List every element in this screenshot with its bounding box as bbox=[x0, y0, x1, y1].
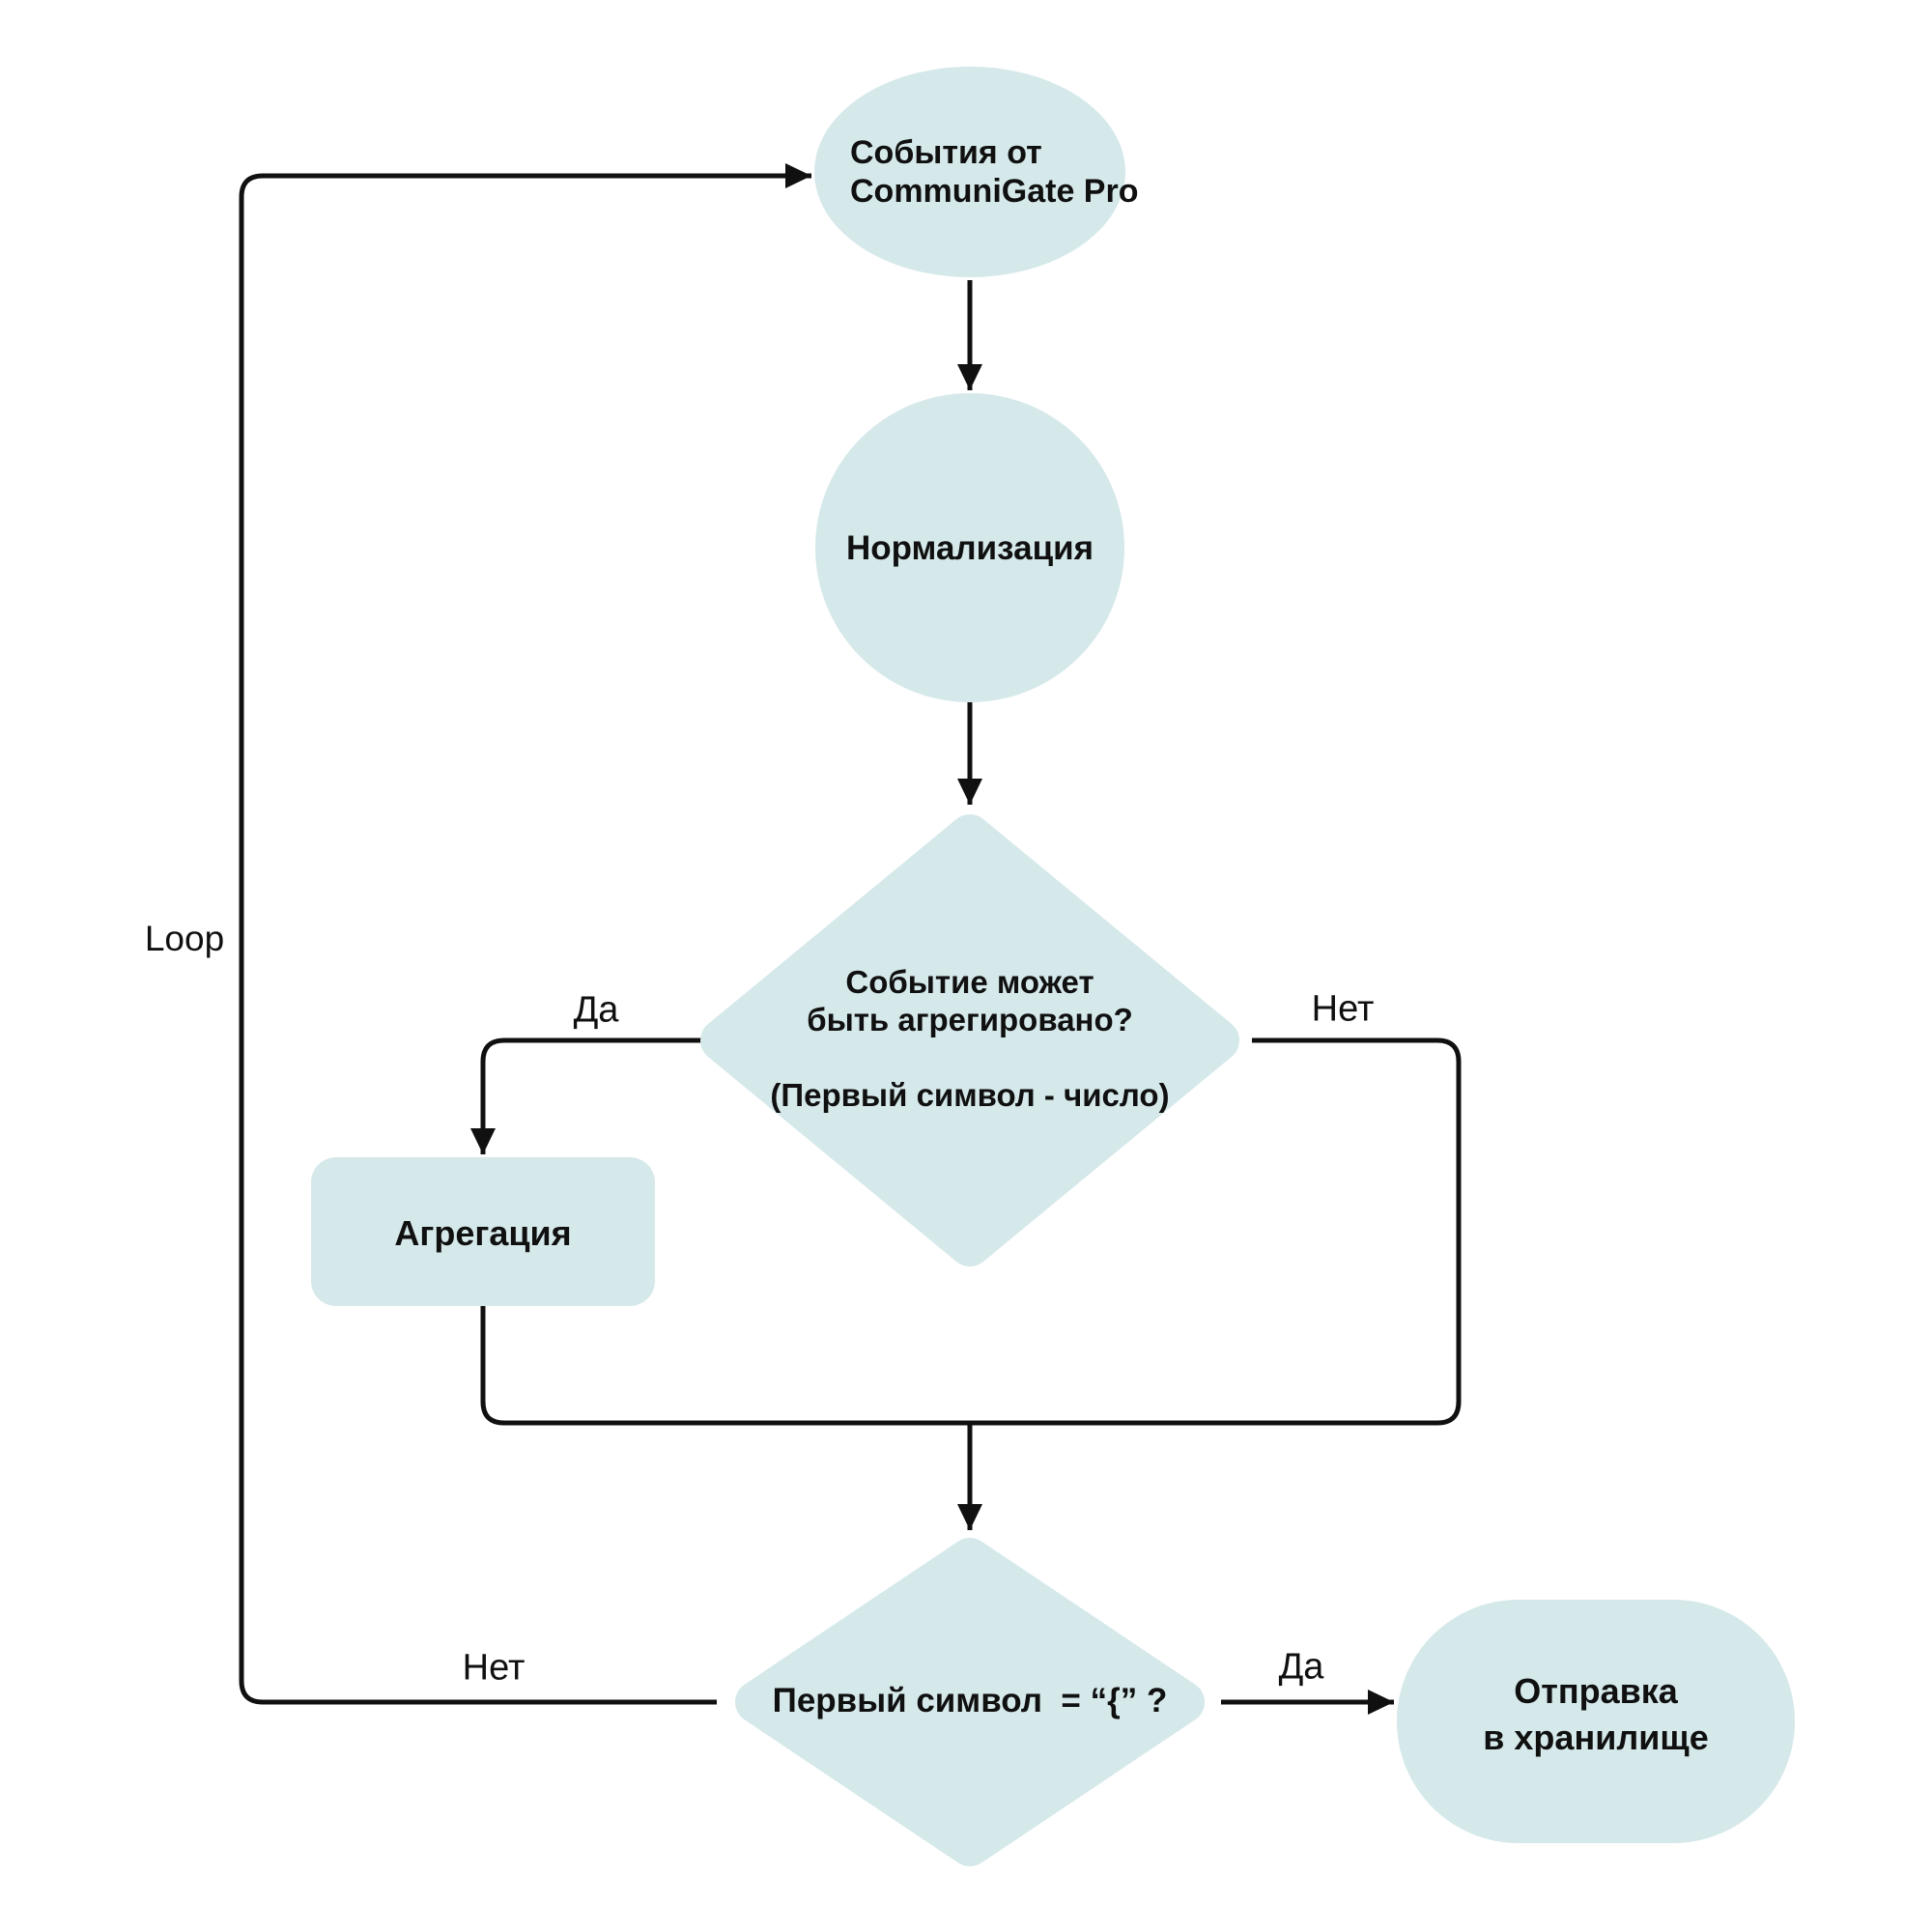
first-char-decision-label: Первый символ = “{” ? bbox=[772, 1682, 1168, 1719]
loop-edge-label: Loop bbox=[144, 919, 225, 958]
aggregate-decision-node bbox=[700, 814, 1239, 1266]
start-event-label: События от CommuniGate Pro bbox=[850, 134, 1139, 210]
aggregation-label: Агрегация bbox=[394, 1213, 572, 1253]
normalization-node bbox=[815, 393, 1124, 702]
first-char-decision-node bbox=[735, 1538, 1205, 1866]
edge-decision-yes-to-aggregation bbox=[469, 1037, 710, 1154]
start-event-node bbox=[814, 67, 1125, 277]
aggregation-node bbox=[311, 1157, 655, 1306]
edge-loop-back-to-start bbox=[239, 163, 811, 1705]
first-char-no-label: Нет bbox=[462, 1647, 526, 1689]
aggregate-yes-label: Да bbox=[573, 989, 619, 1031]
aggregate-no-label: Нет bbox=[1311, 988, 1375, 1030]
send-to-storage-label: Отправка в хранилище bbox=[1483, 1671, 1709, 1757]
normalization-label: Нормализация bbox=[845, 529, 1094, 567]
send-to-storage-node bbox=[1397, 1600, 1795, 1843]
edge-aggregation-and-no-merge bbox=[480, 1037, 1462, 1426]
first-char-yes-label: Да bbox=[1278, 1646, 1324, 1688]
aggregate-decision-label: Событие может быть агрегировано? (Первый… bbox=[770, 964, 1170, 1113]
